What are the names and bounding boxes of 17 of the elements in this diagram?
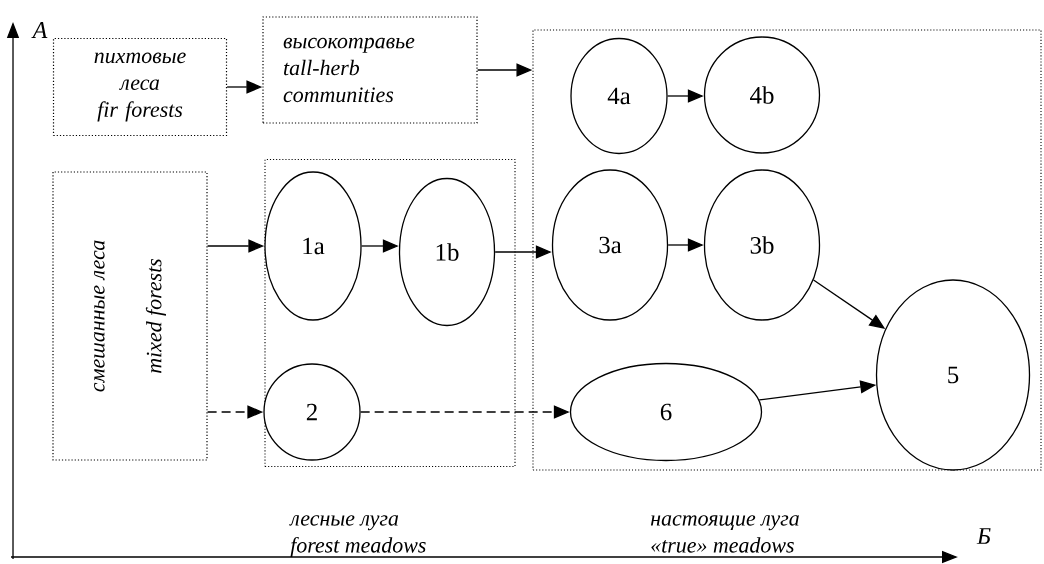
- ellipse-node: 2: [263, 363, 361, 461]
- ellipse-node: 3b: [703, 169, 821, 321]
- axis-label: Б: [976, 528, 991, 544]
- node-label: 5: [948, 366, 959, 384]
- ellipse-node: 1a: [264, 171, 362, 321]
- ellipse-node: 3a: [551, 169, 669, 321]
- text-box: смешанные леса mixed forests: [52, 171, 208, 461]
- text-box: пихтовые леса fir forests: [52, 37, 228, 137]
- ellipse-node: 5: [875, 279, 1031, 471]
- group-heading: настоящие луга «true» meadows: [650, 515, 799, 553]
- ellipse-node: 6: [569, 362, 763, 462]
- ellipse-node: 1b: [398, 177, 496, 327]
- text-box: высокотравье tall-herb communities: [262, 16, 478, 124]
- group-heading: лесные луга forest meadows: [289, 515, 426, 558]
- ellipse-node: 4b: [703, 36, 821, 154]
- ellipse-node: 4a: [570, 37, 668, 155]
- axis-label: А: [31, 22, 48, 38]
